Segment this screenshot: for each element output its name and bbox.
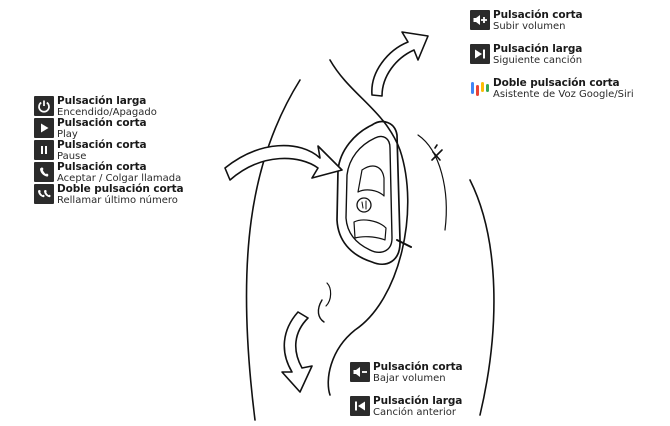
control-previous-track: Pulsación larga Canción anterior	[350, 396, 462, 418]
pause-icon	[34, 140, 54, 160]
volume-down-icon	[350, 362, 370, 382]
action-label: Pulsación corta	[57, 117, 147, 129]
redial-icon	[34, 184, 54, 204]
effect-label: Siguiente canción	[493, 55, 583, 66]
voice-assistant-icon	[470, 78, 490, 98]
effect-label: Canción anterior	[373, 407, 457, 418]
earcup-shell	[327, 59, 409, 396]
action-label: Pulsación larga	[493, 43, 583, 55]
effect-label: Pause	[57, 151, 87, 162]
effect-label: Play	[57, 129, 78, 140]
next-track-icon	[470, 44, 490, 64]
previous-track-icon	[350, 396, 370, 416]
effect-label: Encendido/Apagado	[57, 107, 157, 118]
panel-button-top	[357, 165, 385, 197]
volume-up-icon	[470, 10, 490, 30]
effect-label: Subir volumen	[493, 21, 566, 32]
effect-label: Asistente de Voz Google/Siri	[493, 89, 634, 100]
action-label: Pulsación corta	[57, 161, 147, 173]
control-next-track: Pulsación larga Siguiente canción	[470, 44, 582, 66]
action-label: Doble pulsación corta	[493, 77, 620, 89]
panel-button-bottom	[353, 219, 387, 241]
control-power: Pulsación larga Encendido/Apagado	[34, 96, 157, 118]
effect-label: Bajar volumen	[373, 373, 446, 384]
power-icon	[34, 96, 54, 116]
action-label: Pulsación larga	[57, 95, 147, 107]
headband-arc	[245, 79, 301, 421]
arrow-to-center-button	[224, 144, 343, 181]
panel-center-button	[356, 197, 372, 213]
action-label: Pulsación corta	[493, 9, 583, 21]
action-label: Pulsación corta	[373, 361, 463, 373]
phone-icon	[34, 162, 54, 182]
action-label: Pulsación corta	[57, 139, 147, 151]
earcup-outline-right	[469, 179, 495, 416]
arrow-down-volume	[281, 311, 313, 393]
action-label: Pulsación larga	[373, 395, 463, 407]
control-pause: Pulsación corta Pause	[34, 140, 147, 162]
action-label: Doble pulsación corta	[57, 183, 184, 195]
control-call: Pulsación corta Aceptar / Colgar llamada	[34, 162, 181, 184]
control-panel-outer	[336, 120, 401, 266]
control-volume-down: Pulsación corta Bajar volumen	[350, 362, 463, 384]
play-icon	[34, 118, 54, 138]
arrow-up-volume	[371, 31, 429, 97]
effect-label: Aceptar / Colgar llamada	[57, 173, 182, 184]
control-volume-up: Pulsación corta Subir volumen	[470, 10, 583, 32]
control-redial: Doble pulsación corta Rellamar último nú…	[34, 184, 184, 206]
effect-label: Rellamar último número	[57, 195, 178, 206]
minus-mark	[396, 239, 412, 248]
control-voice-assistant: Doble pulsación corta Asistente de Voz G…	[470, 78, 634, 100]
control-panel-inner	[345, 135, 393, 253]
control-play: Pulsación corta Play	[34, 118, 147, 140]
